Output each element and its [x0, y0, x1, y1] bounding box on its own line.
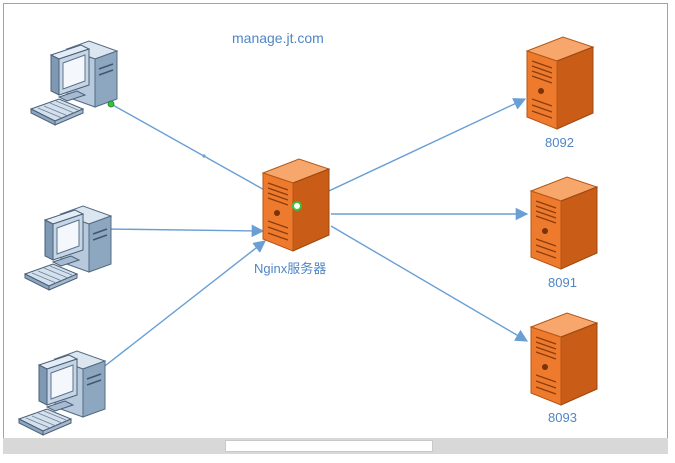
diagram-canvas — [3, 3, 668, 439]
client-computer-3-icon — [18, 350, 106, 436]
backend-port-label-8091: 8091 — [548, 275, 577, 290]
nginx-server-label: Nginx服务器 — [254, 261, 327, 276]
diagram-svg — [18, 36, 598, 436]
connection-point-nginx — [292, 201, 302, 211]
backend-port-label-8092: 8092 — [545, 135, 574, 150]
backend-server-8093-icon — [530, 312, 598, 406]
client-computer-1-icon — [30, 40, 118, 126]
connection-point — [202, 154, 206, 158]
backend-server-8092-icon — [526, 36, 594, 130]
arrow-client3-to-nginx — [100, 240, 266, 370]
horizontal-scrollbar[interactable] — [3, 438, 668, 454]
client-computer-2-icon — [24, 205, 112, 291]
arrow-client2-to-nginx — [106, 224, 265, 238]
backend-server-8091-icon — [530, 176, 598, 270]
scrollbar-thumb[interactable] — [225, 440, 433, 452]
arrow-nginx-to-8092 — [298, 98, 527, 206]
arrow-nginx-to-8093 — [330, 225, 529, 342]
connection-point-client1 — [107, 100, 115, 108]
domain-label: manage.jt.com — [232, 30, 324, 46]
backend-port-label-8093: 8093 — [548, 410, 577, 425]
